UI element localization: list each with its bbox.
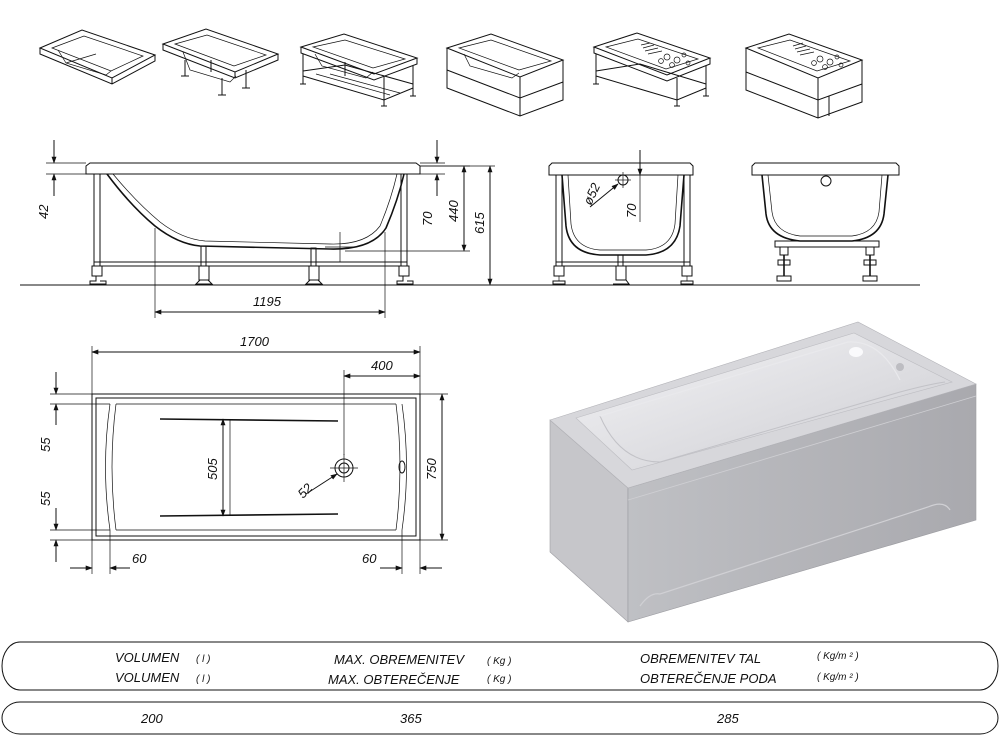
- dim-side-1195: 1195: [253, 294, 282, 309]
- dim-side-42: 42: [36, 204, 51, 219]
- variant-tub-with-legs: [161, 28, 280, 96]
- table-floorload-label-2: OBTEREČENJE PODA: [640, 671, 777, 686]
- dim-plan-55-bottom: 55: [38, 491, 53, 506]
- table-maxload-label-1: MAX. OBREMENITEV: [334, 652, 465, 667]
- dim-end-diameter: ø52: [580, 180, 603, 207]
- table-maxload-label-2: MAX. OBTEREČENJE: [328, 672, 460, 687]
- render-highlight: [849, 347, 863, 357]
- side-elevation: 42 70 440 615 1195: [36, 140, 495, 318]
- table-floorload-value: 285: [716, 711, 739, 726]
- bathtub-render: [549, 321, 977, 623]
- dim-side-70: 70: [420, 211, 435, 226]
- table-maxload-unit-1: ( Kg ): [487, 656, 511, 667]
- table-volume-unit-1: ( l ): [196, 654, 210, 665]
- table-floorload-label-1: OBREMENITEV TAL: [640, 651, 761, 666]
- dim-plan-60-right: 60: [362, 551, 377, 566]
- end-elevation-frame: ø52 70: [548, 150, 694, 285]
- table-volume-unit-2: ( l ): [196, 674, 210, 685]
- dim-plan-60-left: 60: [132, 551, 147, 566]
- variant-plain-tub: [38, 29, 157, 85]
- dim-plan-505: 505: [205, 458, 220, 480]
- dim-side-440: 440: [446, 200, 461, 222]
- dim-plan-750: 750: [424, 458, 439, 480]
- table-maxload-value: 365: [400, 711, 422, 726]
- render-overflow: [896, 363, 904, 371]
- variant-hydromassage-panel: [744, 33, 864, 119]
- end-elevation-legs: [751, 162, 900, 282]
- side-frame: [89, 173, 414, 285]
- dim-plan-55-top: 55: [38, 437, 53, 452]
- table-maxload-unit-2: ( Kg ): [487, 674, 511, 685]
- variant-tub-with-frame: [299, 33, 419, 107]
- end-legs: [776, 246, 878, 282]
- table-floorload-unit-1: ( Kg/m ² ): [817, 651, 859, 662]
- dim-side-615: 615: [472, 212, 487, 234]
- variant-hydromassage-frame: [592, 32, 712, 107]
- variant-thumbnails: [38, 28, 864, 119]
- dim-plan-400: 400: [371, 358, 393, 373]
- spec-table: VOLUMEN ( l ) MAX. OBREMENITEV ( Kg ) OB…: [1, 641, 999, 735]
- plan-view: 52 1700 400 505 750 55 55 6: [38, 334, 448, 574]
- table-volume-label-1: VOLUMEN: [115, 650, 180, 665]
- variant-tub-with-panel: [445, 33, 565, 117]
- dim-plan-52: 52: [295, 480, 316, 501]
- table-volume-label-2: VOLUMEN: [115, 670, 180, 685]
- table-floorload-unit-2: ( Kg/m ² ): [817, 672, 859, 683]
- table-volume-value: 200: [140, 711, 163, 726]
- dim-plan-1700: 1700: [240, 334, 270, 349]
- dim-end-70: 70: [624, 203, 639, 218]
